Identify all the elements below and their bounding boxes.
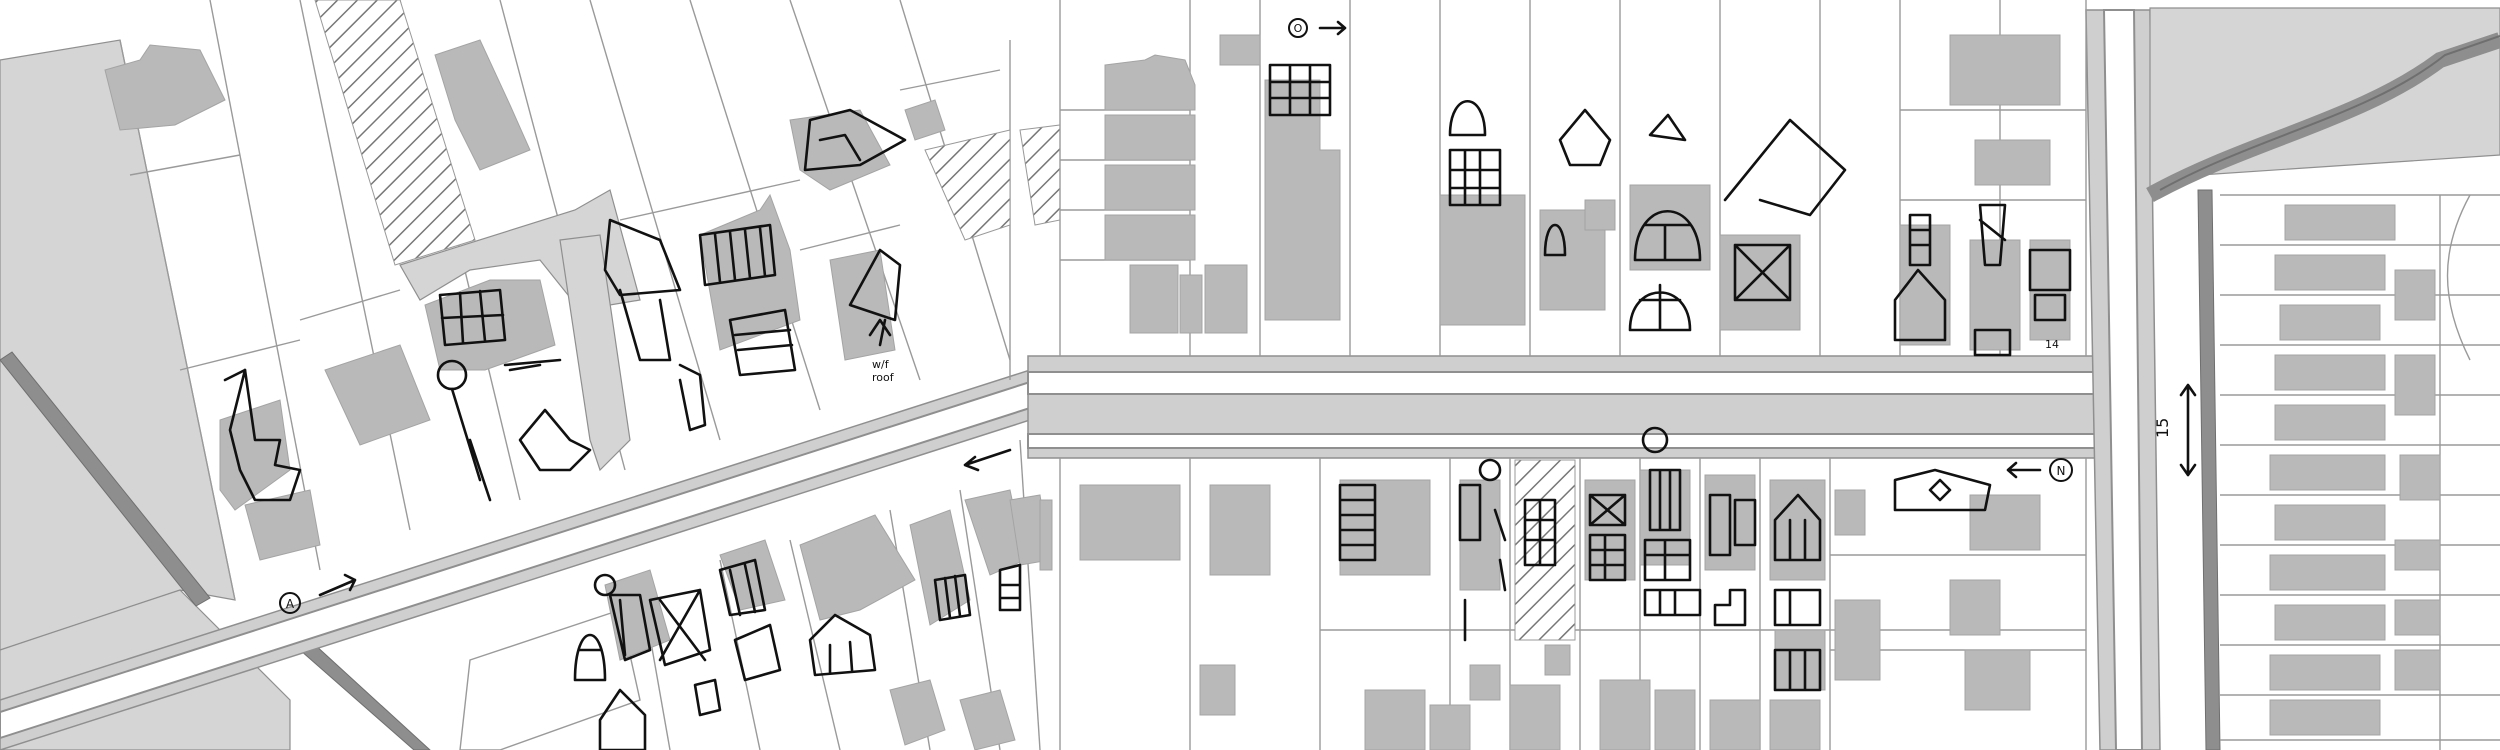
buildings-center-bottom: [1039, 459, 2041, 750]
plaza: [399, 189, 641, 472]
marker-a: A: [279, 573, 357, 614]
lots-center-top: [1059, 0, 2087, 356]
vertical-road: [2085, 9, 2161, 750]
buildings-lower-left: [604, 489, 1051, 750]
sketch-annotations: [223, 63, 2072, 750]
direction-arrow-left: [963, 448, 1012, 472]
note-14: 14: [2045, 338, 2059, 351]
note-wf: w/f: [872, 358, 890, 371]
note-15: 15: [2153, 418, 2172, 438]
buildings-center-top: [1104, 34, 2071, 351]
row-houses: [2269, 204, 2441, 736]
vertical-dimension: 15: [2153, 383, 2197, 477]
marker-a-label: A: [286, 597, 295, 611]
marker-n-label: N: [2057, 464, 2066, 478]
marker-n: N: [2006, 458, 2073, 482]
marker-o: O: [1288, 18, 1347, 38]
right-vertical-band: [2197, 189, 2221, 750]
top-right-parcel: [2146, 7, 2500, 203]
marker-o-label: O: [1294, 22, 1303, 35]
hatched-parcels-upper: [314, 0, 1061, 266]
rail-band: [0, 351, 431, 750]
main-road-right: [1027, 355, 2119, 459]
note-roof: roof: [872, 371, 895, 384]
handwritten-notes: w/f roof 14: [872, 338, 2059, 384]
